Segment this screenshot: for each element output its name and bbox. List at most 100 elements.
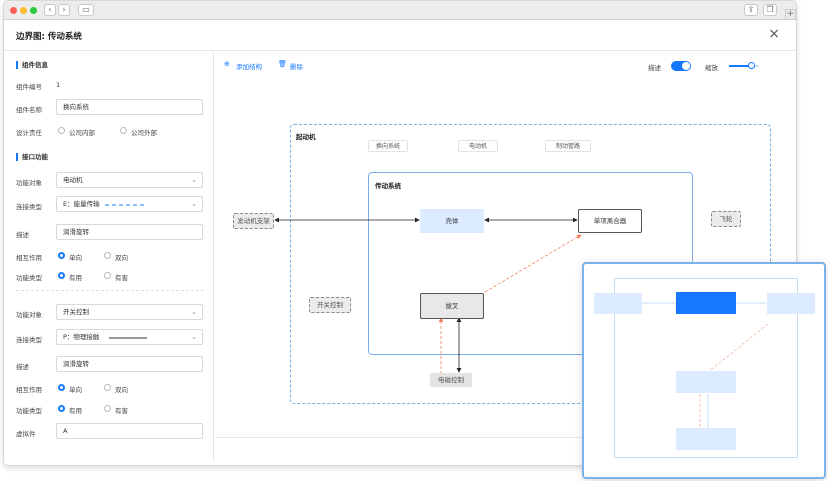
label-brake[interactable]: 制动管路 xyxy=(545,140,591,152)
desc-label-1: 描述 xyxy=(16,231,29,239)
minimap[interactable] xyxy=(582,262,826,479)
comp-name-input[interactable]: 换向系统 xyxy=(56,99,203,115)
desc-input-2[interactable]: 润滑旋转 xyxy=(56,356,203,372)
minimap-node xyxy=(594,293,642,314)
close-icon[interactable]: × xyxy=(768,26,780,42)
chevron-down-icon: ⌄ xyxy=(191,176,197,184)
type-opt-harm-2: 有害 xyxy=(115,407,128,415)
section-interface: 接口功能 xyxy=(16,153,48,161)
inter-opt-one-1: 单向 xyxy=(69,254,82,262)
inter-radio-two-1[interactable] xyxy=(104,252,111,259)
label-motor[interactable]: 电动机 xyxy=(458,140,498,152)
conn-select-1[interactable]: E：能量传输 ⌄ xyxy=(56,196,203,212)
type-label-1: 功能类型 xyxy=(16,274,42,282)
minimap-node-selected xyxy=(676,292,736,314)
conn-value-1: E：能量传输 xyxy=(63,200,100,208)
obj-value-1: 电动机 xyxy=(63,176,83,184)
label-steering[interactable]: 换向系统 xyxy=(368,140,408,152)
ext-solenoid[interactable]: 电磁控制 xyxy=(430,373,472,387)
minimap-node xyxy=(676,371,736,393)
obj-select-2[interactable]: 开关控制 ⌄ xyxy=(56,304,203,320)
type-opt-harm-1: 有害 xyxy=(115,274,128,282)
dialog-title: 边界图: 传动系统 xyxy=(16,32,82,42)
design-radio-external[interactable] xyxy=(120,127,127,134)
obj-label-2: 功能对象 xyxy=(16,311,42,319)
new-tab-icon[interactable]: + xyxy=(785,9,796,20)
properties-panel: 组件信息 组件编号 1 组件名称 换向系统 设计责任 公司内部 公司外部 接口功… xyxy=(4,52,214,462)
app-window: ‹ › ▭ ⇪ ❐ 边界图: 传动系统 × 组件信息 组件编号 1 组件名称 换… xyxy=(3,0,797,466)
node-shell[interactable]: 壳体 xyxy=(420,209,484,233)
inter-radio-two-2[interactable] xyxy=(104,384,111,391)
inter-label-2: 相互作用 xyxy=(16,386,42,394)
inter-radio-one-1[interactable] xyxy=(58,252,65,259)
virtual-input[interactable]: A xyxy=(56,423,203,439)
chevron-down-icon: ⌄ xyxy=(191,308,197,316)
describe-label: 描述 xyxy=(648,64,661,72)
obj-select-1[interactable]: 电动机 ⌄ xyxy=(56,172,203,188)
dialog-header: 边界图: 传动系统 × xyxy=(4,21,796,51)
close-dot-icon[interactable] xyxy=(10,7,17,14)
minimap-node xyxy=(767,293,815,314)
inter-opt-two-2: 双向 xyxy=(115,386,128,394)
describe-toggle[interactable] xyxy=(671,61,691,71)
type-radio-useful-1[interactable] xyxy=(58,272,65,279)
virtual-label: 虚拟件 xyxy=(16,430,36,438)
minimap-frame xyxy=(614,278,798,458)
conn-label-1: 连接类型 xyxy=(16,203,42,211)
type-radio-harm-1[interactable] xyxy=(104,272,111,279)
forward-icon[interactable]: › xyxy=(58,4,70,16)
ext-engine-mount[interactable]: 发动机支架 xyxy=(233,213,274,229)
maximize-dot-icon[interactable] xyxy=(30,7,37,14)
zoom-slider-knob[interactable] xyxy=(748,62,755,69)
conn-label-2: 连接类型 xyxy=(16,336,42,344)
outer-system-title: 起动机 xyxy=(296,133,316,141)
block-divider xyxy=(16,290,204,291)
conn-select-2[interactable]: P：物理接触 ⌄ xyxy=(56,329,203,345)
design-opt-internal: 公司内部 xyxy=(69,129,95,137)
type-label-2: 功能类型 xyxy=(16,407,42,415)
add-icon[interactable]: ⊕ xyxy=(224,60,230,68)
zoom-slider-fill xyxy=(729,65,749,67)
minimap-node xyxy=(676,428,736,450)
ext-flywheel[interactable]: 飞轮 xyxy=(711,211,741,227)
obj-value-2: 开关控制 xyxy=(63,308,89,316)
obj-label-1: 功能对象 xyxy=(16,179,42,187)
delete-button[interactable]: 删除 xyxy=(290,63,303,71)
desc-label-2: 描述 xyxy=(16,363,29,371)
type-radio-useful-2[interactable] xyxy=(58,405,65,412)
inter-label-1: 相互作用 xyxy=(16,254,42,262)
share-icon[interactable]: ⇪ xyxy=(744,4,758,16)
dashed-line-swatch xyxy=(105,204,145,206)
type-radio-harm-2[interactable] xyxy=(104,405,111,412)
chevron-down-icon: ⌄ xyxy=(191,200,197,208)
design-label: 设计责任 xyxy=(16,129,42,137)
comp-no-value: 1 xyxy=(56,81,61,89)
design-opt-external: 公司外部 xyxy=(131,129,157,137)
conn-value-2: P：物理接触 xyxy=(63,333,100,341)
chevron-down-icon: ⌄ xyxy=(191,333,197,341)
section-component-info: 组件信息 xyxy=(16,61,48,69)
node-clutch[interactable]: 单项离合器 xyxy=(578,209,642,233)
comp-no-label: 组件编号 xyxy=(16,83,42,91)
back-icon[interactable]: ‹ xyxy=(44,4,56,16)
tabs-icon[interactable]: ❐ xyxy=(763,4,777,16)
desc-input-1[interactable]: 润滑旋转 xyxy=(56,224,203,240)
add-structure-button[interactable]: 添加结构 xyxy=(236,63,262,71)
inter-opt-one-2: 单向 xyxy=(69,386,82,394)
inter-radio-one-2[interactable] xyxy=(58,384,65,391)
comp-name-label: 组件名称 xyxy=(16,106,42,114)
type-opt-useful-2: 有用 xyxy=(69,407,82,415)
minimize-dot-icon[interactable] xyxy=(20,7,27,14)
inner-system-title: 传动系统 xyxy=(375,182,401,190)
trash-icon[interactable]: 🗑 xyxy=(278,60,287,68)
solid-line-swatch xyxy=(109,337,147,339)
title-bar: ‹ › ▭ ⇪ ❐ xyxy=(4,1,796,20)
minimap-links xyxy=(642,302,769,429)
sidebar-icon[interactable]: ▭ xyxy=(78,4,94,16)
design-radio-internal[interactable] xyxy=(58,127,65,134)
node-fork[interactable]: 拔叉 xyxy=(420,293,484,319)
canvas-footer-divider xyxy=(215,437,796,438)
zoom-label: 缩放 xyxy=(705,64,718,72)
ext-switch[interactable]: 开关控制 xyxy=(309,297,351,313)
inter-opt-two-1: 双向 xyxy=(115,254,128,262)
